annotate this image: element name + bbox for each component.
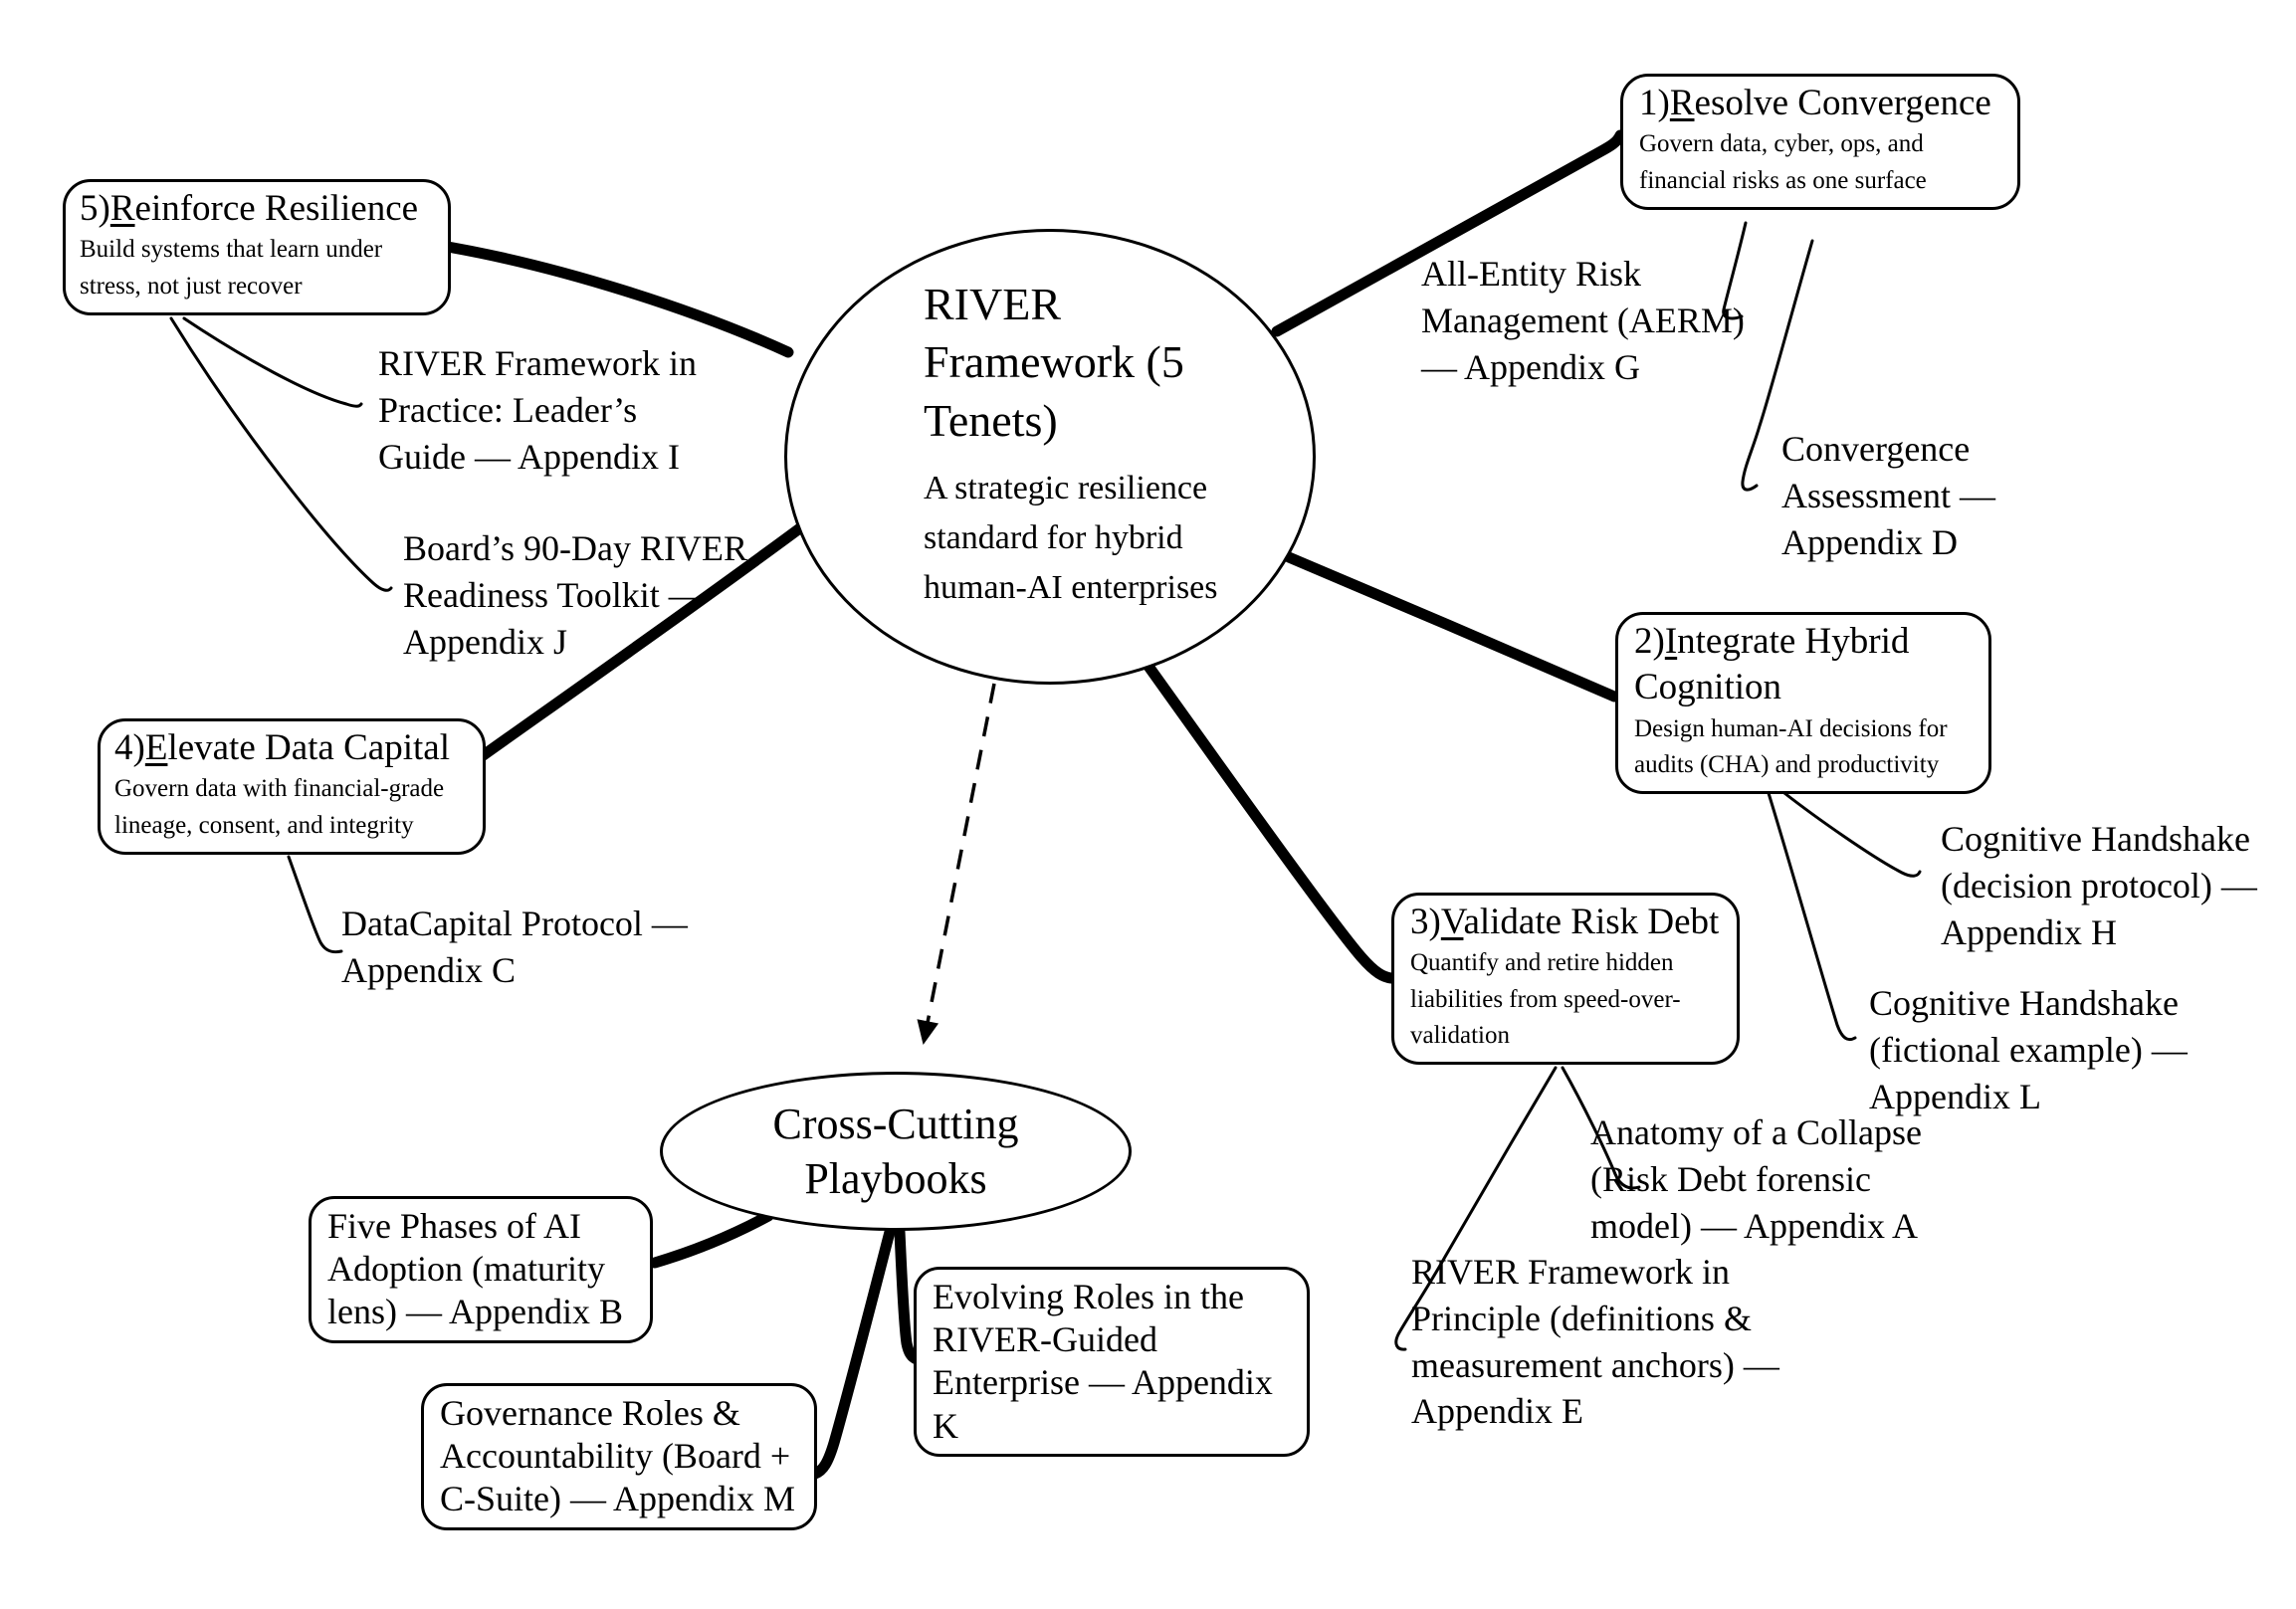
appendix-label-anatomy-collapse-a: Anatomy of a Collapse (Risk Debt forensi…	[1590, 1112, 1922, 1246]
tenet-box-reinforce-resilience: 5)Reinforce Resilience Build systems tha…	[63, 179, 451, 315]
tenet-number: 1)	[1639, 83, 1670, 123]
tenet-initial-underlined: R	[109, 188, 135, 229]
tenet-title: 2)Integrate Hybrid Cognition	[1634, 619, 1973, 711]
playbook-box-governance-roles-m: Governance Roles & Accountability (Board…	[421, 1383, 817, 1530]
appendix-label-readiness-toolkit-j: Board’s 90-Day RIVER Readiness Toolkit —…	[403, 528, 747, 662]
tenet-title-rest: einforce Resilience	[134, 188, 419, 229]
tenet-title: 3)Validate Risk Debt	[1410, 900, 1721, 945]
playbook-box-evolving-roles-k: Evolving Roles in the RIVER-Guided Enter…	[914, 1267, 1310, 1457]
central-node-river-framework: RIVER Framework (5 Tenets) A strategic r…	[784, 229, 1316, 685]
appendix-label-leaders-guide-i: RIVER Framework in Practice: Leader’s Gu…	[378, 343, 697, 477]
tenet-title: 4)Elevate Data Capital	[114, 725, 469, 771]
tenet-initial-underlined: I	[1664, 621, 1678, 662]
tenet-box-resolve-convergence: 1)Resolve Convergence Govern data, cyber…	[1620, 74, 2020, 210]
tenet-description: Design human-AI decisions for audits (CH…	[1634, 714, 1948, 778]
appendix-label-cognitive-handshake-h: Cognitive Handshake (decision protocol) …	[1941, 819, 2257, 952]
tenet-title-rest: alidate Risk Debt	[1463, 902, 1720, 942]
branch-lines	[430, 129, 1626, 1480]
tenet-initial-underlined: V	[1440, 902, 1464, 942]
tenet-number: 5)	[80, 188, 110, 229]
central-node-title: RIVER Framework (5 Tenets)	[924, 279, 1184, 446]
dashed-arrow	[917, 683, 996, 1045]
tenet-number: 2)	[1634, 621, 1665, 662]
tenet-title: 5)Reinforce Resilience	[80, 186, 434, 232]
tenet-number: 4)	[114, 727, 145, 768]
leaf-lines	[169, 221, 1922, 1351]
cross-cutting-playbooks-label: Cross-Cutting Playbooks	[772, 1100, 1019, 1203]
playbook-box-five-phases-b: Five Phases of AI Adoption (maturity len…	[309, 1196, 653, 1343]
tenet-box-integrate-hybrid-cognition: 2)Integrate Hybrid Cognition Design huma…	[1615, 612, 1991, 794]
tenet-box-elevate-data-capital: 4)Elevate Data Capital Govern data with …	[98, 718, 486, 855]
appendix-label-river-principle-e: RIVER Framework in Principle (definition…	[1411, 1252, 1779, 1432]
tenet-title: 1)Resolve Convergence	[1639, 81, 2001, 126]
tenet-description: Build systems that learn under stress, n…	[80, 236, 383, 300]
appendix-label-datacapital-c: DataCapital Protocol — Appendix C	[341, 904, 688, 990]
central-node-subtitle: A strategic resilience standard for hybr…	[924, 470, 1218, 607]
tenet-initial-underlined: R	[1669, 83, 1695, 123]
appendix-label-convergence-assessment-d: Convergence Assessment — Appendix D	[1781, 429, 1995, 562]
tenet-title-rest: esolve Convergence	[1694, 83, 1991, 123]
tenet-description: Quantify and retire hidden liabilities f…	[1410, 949, 1681, 1049]
appendix-label-aerm-g: All-Entity Risk Management (AERM) — Appe…	[1421, 254, 1745, 387]
tenet-initial-underlined: E	[144, 727, 168, 768]
cross-cutting-playbooks-node: Cross-Cutting Playbooks	[660, 1072, 1132, 1231]
tenet-description: Govern data with financial-grade lineage…	[114, 775, 445, 839]
appendix-label-cognitive-handshake-l: Cognitive Handshake (fictional example) …	[1869, 983, 2188, 1116]
tenet-description: Govern data, cyber, ops, and financial r…	[1639, 130, 1927, 194]
tenet-box-validate-risk-debt: 3)Validate Risk Debt Quantify and retire…	[1391, 893, 1740, 1065]
tenet-number: 3)	[1410, 902, 1441, 942]
tenet-title-rest: ntegrate Hybrid Cognition	[1634, 621, 1910, 708]
tenet-title-rest: levate Data Capital	[167, 727, 450, 768]
